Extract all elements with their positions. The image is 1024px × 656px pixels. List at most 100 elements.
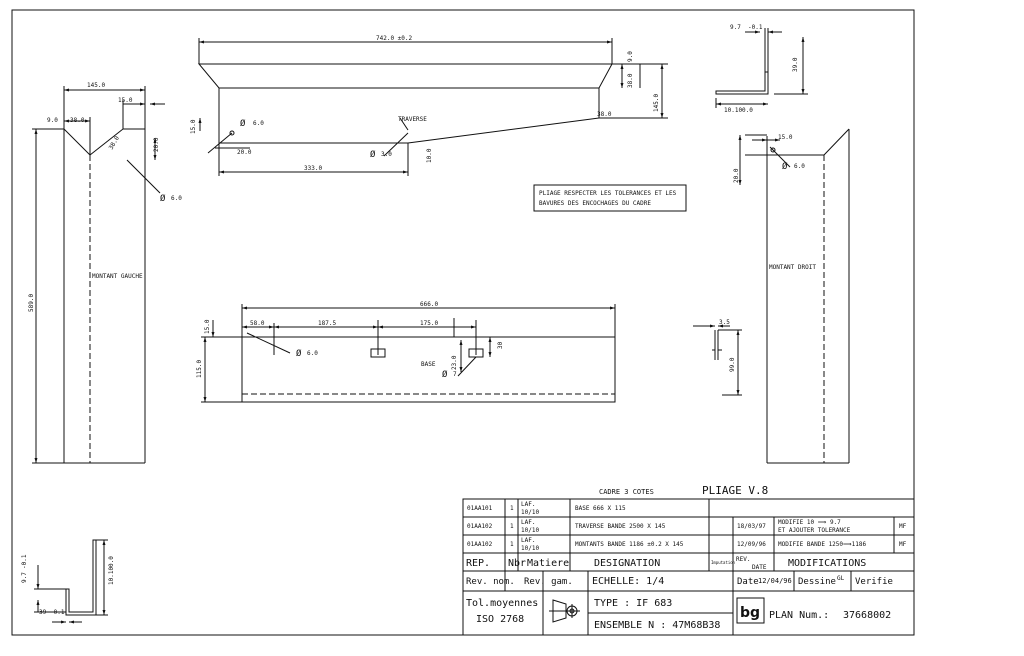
date-header: DATE: [752, 564, 767, 571]
row3-mat2: 10/10: [521, 545, 539, 552]
row2-nbr: 1: [510, 523, 514, 530]
dim-20-right: 20.0: [733, 168, 740, 183]
dim-9: 9.0: [627, 51, 634, 62]
row2-modif2: ET AJOUTER TOLERANCE: [778, 527, 851, 534]
row1-mat2: 10/10: [521, 509, 539, 516]
diameter-symbol: Ø: [160, 193, 166, 204]
montant-droit-view: [738, 128, 850, 464]
dim-15-base: 15.0: [204, 319, 211, 334]
dessine-value: GL: [837, 575, 845, 582]
dim-38-left-a: 38.0: [70, 117, 85, 124]
note-box: [533, 184, 687, 212]
dim-187-5: 187.5: [318, 320, 336, 327]
dim-38-left-b: 38.0: [108, 135, 121, 151]
row3-mat1: LAF.: [521, 537, 535, 544]
dim-9-7-bl: 9.7: [21, 572, 28, 583]
row1-ref: 01AA101: [467, 505, 493, 512]
dim-145-left: 145.0: [87, 82, 105, 89]
dim-3-5: 3.5: [719, 319, 730, 326]
dim-39-tr: 39.0: [792, 57, 799, 72]
plan-label: PLAN Num.:: [769, 610, 829, 621]
row1-nbr: 1: [510, 505, 514, 512]
tolerance-line-1: Tol.moyennes: [466, 598, 538, 609]
small-profile: [693, 324, 742, 396]
cadre-label: CADRE 3 COTES: [599, 488, 654, 496]
dim-tol-tr: -0.1: [748, 24, 763, 31]
matiere-header: Matiere: [527, 558, 569, 569]
row3-desig: MONTANTS BANDE 1186 ±0.2 X 145: [575, 541, 684, 548]
note-line-2: BAVURES DES ENCOCHAGES DU CADRE: [539, 200, 651, 207]
nbr-header: Nbr: [508, 558, 526, 569]
traverse-view: [197, 38, 668, 176]
company-logo: bg: [740, 605, 760, 621]
dim-38-top: 38.0: [627, 73, 634, 88]
row2-ref: 01AA102: [467, 523, 493, 530]
hole-6-right: 6.0: [794, 163, 805, 170]
hole-3-top: 3.0: [381, 151, 392, 158]
rev-nom: Rev. nom.: [466, 577, 515, 587]
dim-175: 175.0: [420, 320, 438, 327]
designation-header: DESIGNATION: [594, 558, 660, 569]
hole-6-top: 6.0: [253, 120, 264, 127]
hole-6-base: 6.0: [307, 350, 318, 357]
rev-header: REV.: [736, 556, 750, 563]
dim-10-top: 10.0: [426, 148, 433, 163]
montant-gauche-view: [32, 86, 165, 464]
dim-38-right: 38.0: [597, 111, 612, 118]
date-value: 12/04/96: [758, 577, 792, 585]
title-block: [462, 498, 915, 636]
dim-10-tr: 10.100.0: [724, 107, 753, 114]
dim-39-bl: 39: [39, 609, 47, 616]
row2-visa: MF: [899, 523, 907, 530]
base-label: BASE: [421, 361, 436, 368]
plan-number: 37668002: [843, 610, 891, 621]
rev-gam: Rev. gam.: [524, 577, 573, 587]
dim-99: 99.0: [729, 357, 736, 372]
base-view: [201, 304, 616, 403]
modifications-header: MODIFICATIONS: [788, 558, 866, 569]
diameter-symbol: Ø: [296, 348, 302, 359]
dessine-label: Dessine: [798, 577, 836, 587]
diameter-symbol: Ø: [240, 118, 246, 129]
dim-9-left: 9.0: [47, 117, 58, 124]
diameter-symbol: Ø: [442, 369, 448, 380]
note-line-1: PLIAGE RESPECTER LES TOLERANCES ET LES: [539, 190, 677, 197]
rep-header: REP.: [466, 558, 490, 569]
traverse-label: TRAVERSE: [398, 116, 427, 123]
ensemble-label: ENSEMBLE N : 47M68B38: [594, 620, 720, 631]
profile-bottom-left: [34, 539, 108, 624]
dim-589: 589.0: [28, 294, 35, 312]
dim-9-7-tr: 9.7: [730, 24, 741, 31]
date-label: Date: [737, 577, 759, 587]
row2-date: 18/03/97: [737, 523, 766, 530]
dim-15-left: 15.0: [118, 97, 133, 104]
dim-15-right: 15.0: [778, 134, 793, 141]
dim-666: 666.0: [420, 301, 438, 308]
profile-top-right: [715, 28, 808, 108]
montant-droit-label: MONTANT DROIT: [769, 264, 816, 271]
echelle: ECHELLE: 1/4: [592, 576, 664, 587]
row2-mat1: LAF.: [521, 519, 535, 526]
row3-date: 12/09/96: [737, 541, 766, 548]
dim-742: 742.0 ±0.2: [376, 35, 413, 42]
diameter-symbol: Ø: [370, 149, 376, 160]
dim-10-bl: 10.100.0: [108, 556, 115, 585]
imputation-header: Imputation: [711, 560, 736, 565]
row2-modif1: MODIFIE 10 ⟹ 9.7: [778, 519, 841, 526]
hole-6-left: 6.0: [171, 195, 182, 202]
dim-20-top: 20.0: [237, 149, 252, 156]
row3-visa: MF: [899, 541, 907, 548]
row2-mat2: 10/10: [521, 527, 539, 534]
dim-58: 58.0: [250, 320, 265, 327]
row3-ref: 01AA102: [467, 541, 493, 548]
dim-tol2-bl: -0.1: [50, 609, 65, 616]
type-label: TYPE : IF 683: [594, 598, 672, 609]
verifie-label: Verifie: [855, 577, 893, 587]
row3-modif1: MODIFIE BANDE 1250⟹1186: [778, 541, 866, 548]
dim-145-top: 145.0: [653, 94, 660, 112]
montant-gauche-label: MONTANT GAUCHE: [92, 273, 143, 280]
dim-115: 115.0: [196, 360, 203, 378]
hole-7-base: 7: [453, 371, 457, 378]
dim-20-left: 20.0: [153, 137, 160, 152]
